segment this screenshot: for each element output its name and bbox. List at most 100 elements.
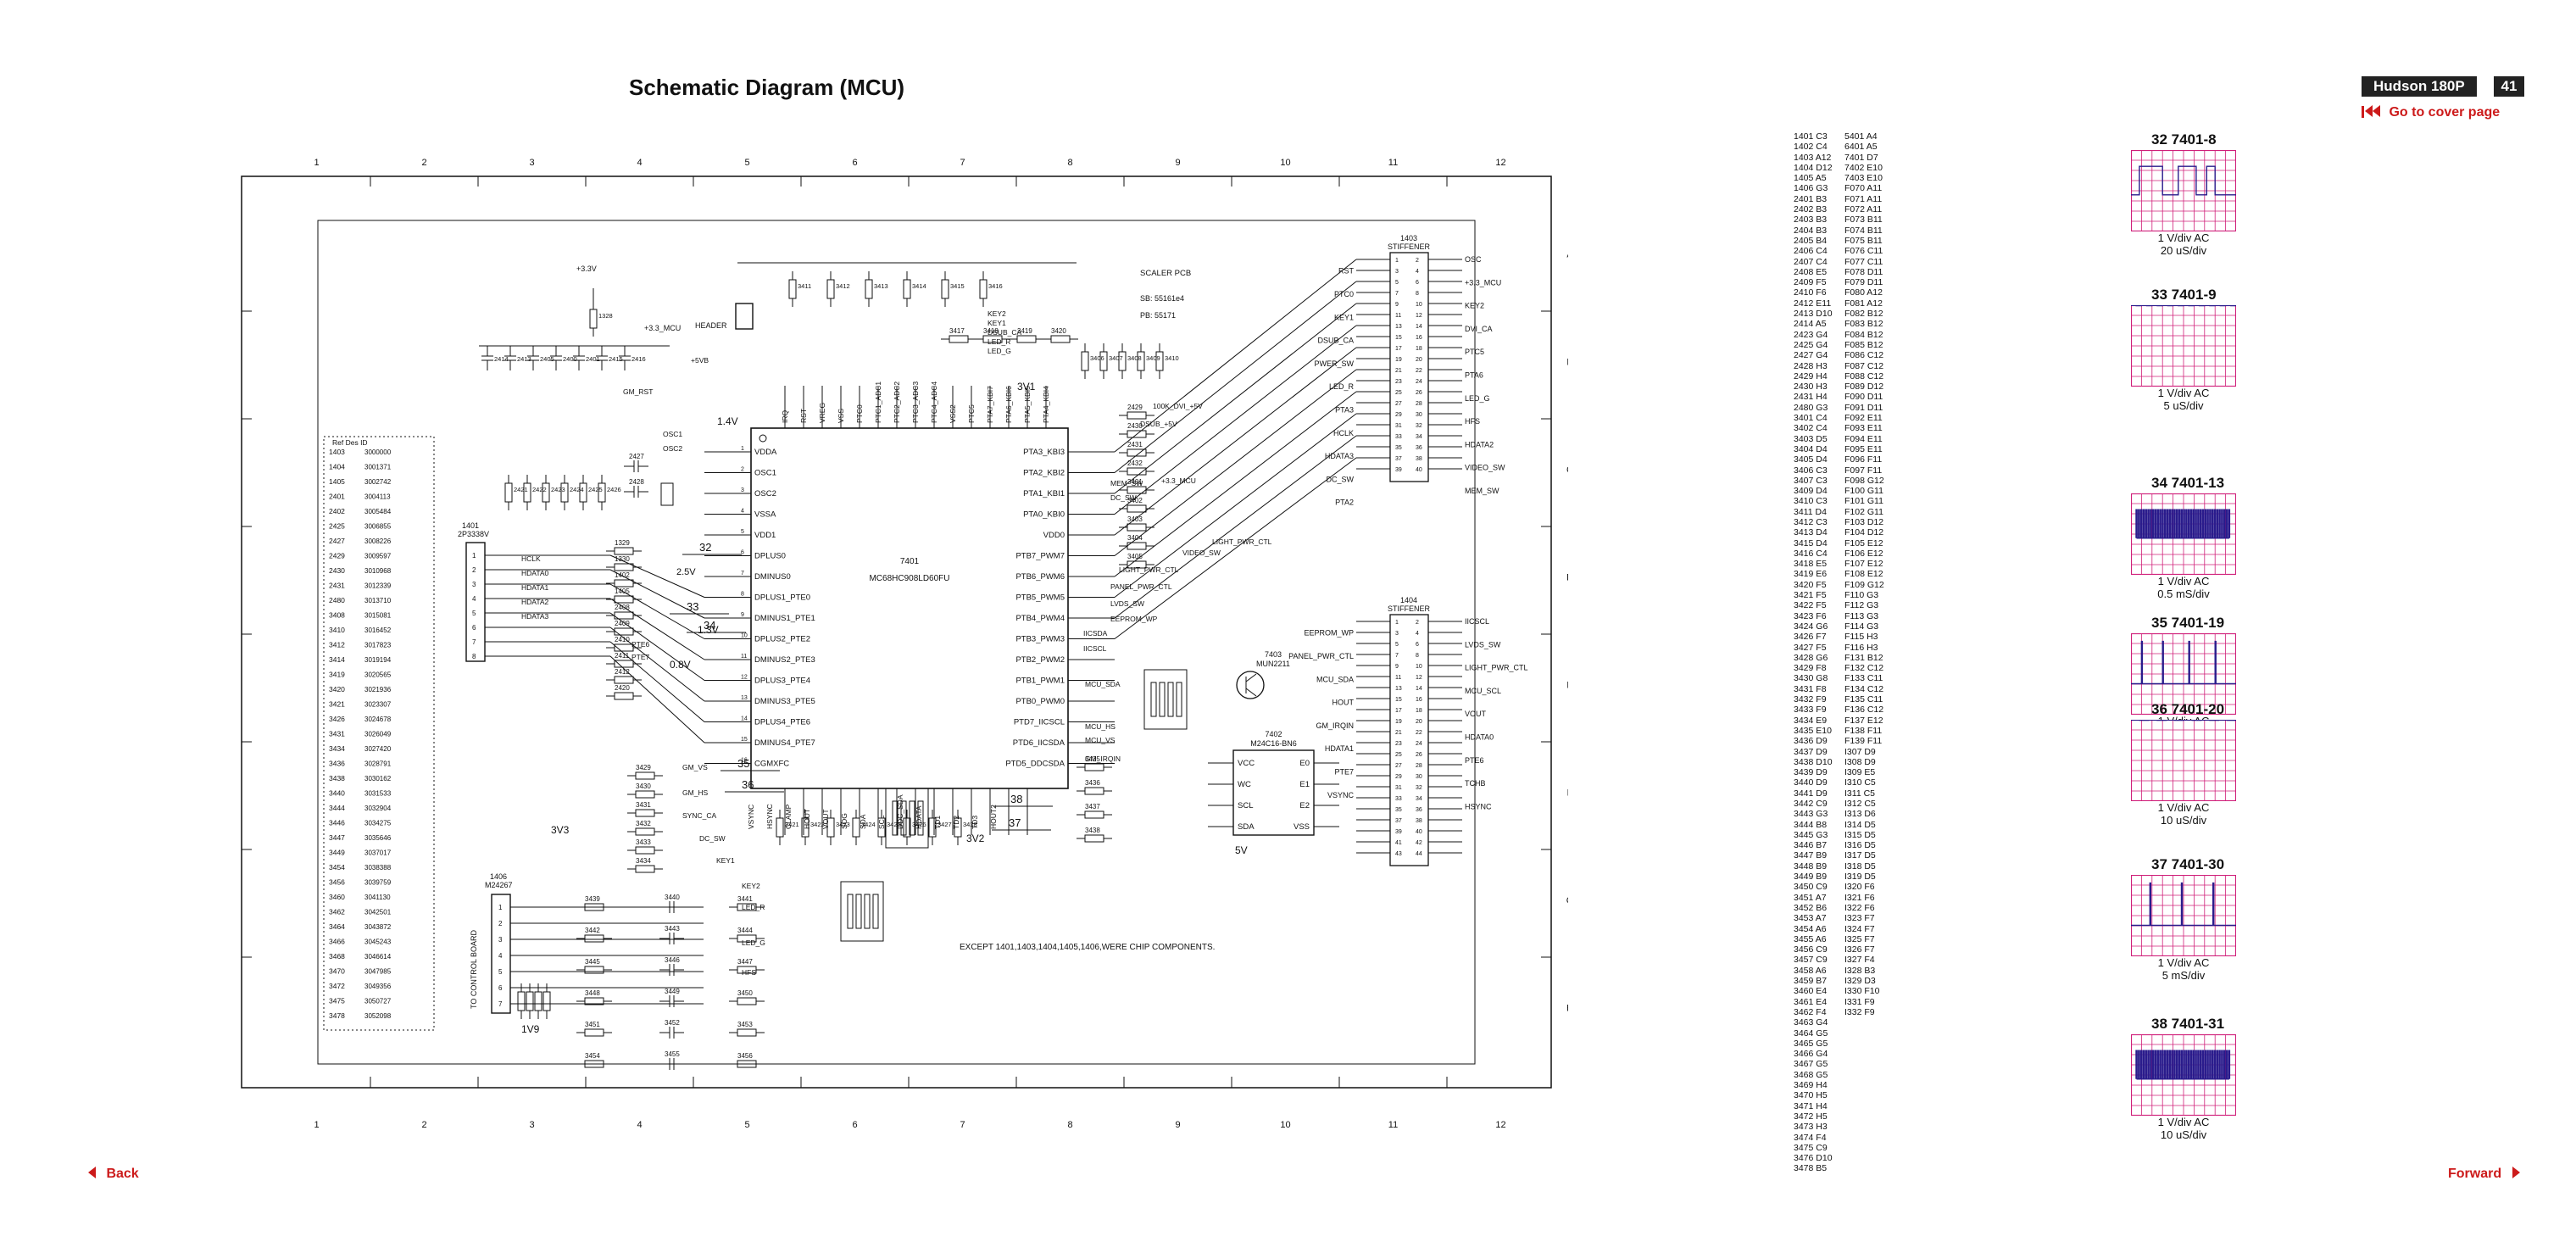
ic-7402-pin-label: SDA: [1238, 822, 1255, 832]
ic-7401-pin-label: IRQ: [781, 410, 789, 424]
connector-pin-number: 3: [1395, 631, 1399, 637]
connector-pin-number: 4: [1416, 631, 1419, 637]
connector-pin-number: 21: [1395, 368, 1402, 374]
connector-pin-number: 7: [498, 1000, 503, 1008]
connector-pin-number: 18: [1416, 708, 1422, 714]
connector-pin-number: 7: [1395, 291, 1399, 297]
waveform-title: 34 7401-13: [2151, 475, 2225, 491]
component-value: 3447: [737, 958, 753, 966]
resistor: [737, 1028, 757, 1037]
grid-column-label: 12: [1495, 1120, 1505, 1130]
waveform-callout: 32: [699, 541, 711, 554]
ref-des-code: 3032904: [364, 805, 392, 812]
resistor-element: [1159, 682, 1166, 717]
grid-column-label: 7: [960, 1120, 965, 1130]
bus-wire: [609, 641, 705, 722]
connector-pin-number: 11: [1395, 313, 1401, 319]
back-link[interactable]: Back: [88, 1167, 139, 1182]
ref-des-entry: 3478: [329, 1011, 345, 1020]
connector-pin-number: 1: [1395, 258, 1399, 264]
ref-des-entry: 3456: [329, 878, 345, 887]
grid-row-label: C: [1566, 465, 1568, 476]
transistor-7403: [1236, 671, 1265, 699]
net-label: DSUB_CA: [1317, 337, 1354, 345]
ic-7402-pin-label: VSS: [1294, 822, 1310, 832]
ic-7401-pin-label: DDC_SDA: [896, 794, 904, 829]
ic-7401-pin-label: PTB6_PWM6: [1015, 572, 1065, 582]
ic-7401-pin-label: RST: [799, 409, 808, 423]
ref-des-code: 3045243: [364, 938, 392, 946]
ic-7402-pin-label: VCC: [1238, 759, 1255, 768]
ic-7401-pin-label: SDA: [859, 814, 867, 829]
header-1405: [735, 303, 754, 330]
grid-column-label: 9: [1175, 1120, 1180, 1130]
resistor: [865, 279, 873, 299]
ic-7401-pin-label: VDD0: [1043, 531, 1065, 540]
resistor: [614, 660, 634, 668]
ref-des-code: 3020565: [364, 671, 392, 679]
ic-7401-pin-label: OSC1: [754, 469, 776, 478]
connector-pin-number: 42: [1416, 840, 1422, 846]
waveform-callout: 38: [1010, 793, 1022, 805]
grid-column-label: 6: [852, 1120, 857, 1130]
connector-pin-number: 16: [1416, 697, 1422, 703]
connector-pin-number: 22: [1416, 368, 1422, 374]
connector-pin-number: 28: [1416, 763, 1422, 769]
connector-pin-number: 31: [1395, 785, 1402, 791]
component-value: 2422: [532, 486, 547, 493]
connector-label: STIFFENER: [1388, 604, 1431, 613]
component-value: 2400: [563, 355, 577, 363]
net-label: HFS: [1465, 417, 1480, 426]
connector-pin-number: 40: [1416, 829, 1422, 835]
net-label: KEY2: [988, 309, 1006, 318]
resistor: [635, 771, 655, 780]
ref-des-header: Ref Des ID: [332, 438, 368, 447]
connector-pin-number: 1: [498, 904, 503, 911]
bus-wire: [609, 583, 705, 639]
net-label: PTA3: [1335, 405, 1354, 414]
component-value: 2414: [494, 355, 509, 363]
resistor: [1050, 335, 1071, 343]
resistor-element: [1150, 682, 1157, 717]
net-label: VIDEO_SW: [1182, 549, 1221, 557]
component-value: 1330: [615, 555, 630, 563]
grid-column-label: 4: [637, 1120, 642, 1130]
ic-7402-body: [1232, 749, 1315, 836]
net-label: MEM_SW: [1465, 487, 1499, 495]
ref-des-code: 3031533: [364, 790, 392, 798]
ref-des-code: 3008226: [364, 537, 392, 545]
ic-7401-pin-label: PTA7_KBI7: [986, 386, 994, 423]
connector-pin-number: 4: [472, 595, 476, 603]
bus-wire: [1114, 303, 1357, 494]
resistor: [635, 790, 655, 799]
resistor: [584, 934, 604, 943]
connector-label: STIFFENER: [1388, 242, 1431, 251]
ic-pin-number: 2: [741, 467, 744, 473]
grid-row-label: H: [1566, 1004, 1568, 1014]
connector-pin-number: 6: [1416, 280, 1419, 286]
cover-link-label: Go to cover page: [2389, 105, 2501, 120]
ref-des-code: 3042501: [364, 909, 392, 916]
resistor-network: [1143, 669, 1188, 730]
component-value: 3410: [1165, 354, 1179, 362]
ref-des-entry: 2480: [329, 596, 345, 604]
component-value: 2421: [514, 486, 528, 493]
ic-7401-pin-label: PTB0_PWM0: [1015, 697, 1065, 706]
ic-7401-pin-label: VSSA: [754, 510, 776, 520]
component-value: 3423: [836, 821, 850, 828]
header-label: HEADER: [695, 321, 727, 330]
ref-des-entry: 2430: [329, 566, 345, 575]
ic-7401-pin-label: PTC4_ADC4: [930, 382, 938, 423]
ref-des-entry: 2429: [329, 552, 345, 560]
oscilloscope-screen: [2131, 150, 2236, 231]
ic-7401-pin-label: HOUT: [803, 809, 811, 829]
go-to-cover-link[interactable]: Go to cover page: [2362, 105, 2500, 120]
forward-link[interactable]: Forward: [2448, 1167, 2520, 1182]
grid-column-label: 6: [852, 158, 857, 168]
connector-pin-number: 3: [1395, 269, 1399, 275]
ic-7401-pin-label: VSYNC: [747, 805, 755, 829]
net-label: GM_IRQIN: [1085, 755, 1121, 763]
component-value: 2415: [609, 355, 623, 363]
net-label: LED_R: [742, 903, 765, 911]
